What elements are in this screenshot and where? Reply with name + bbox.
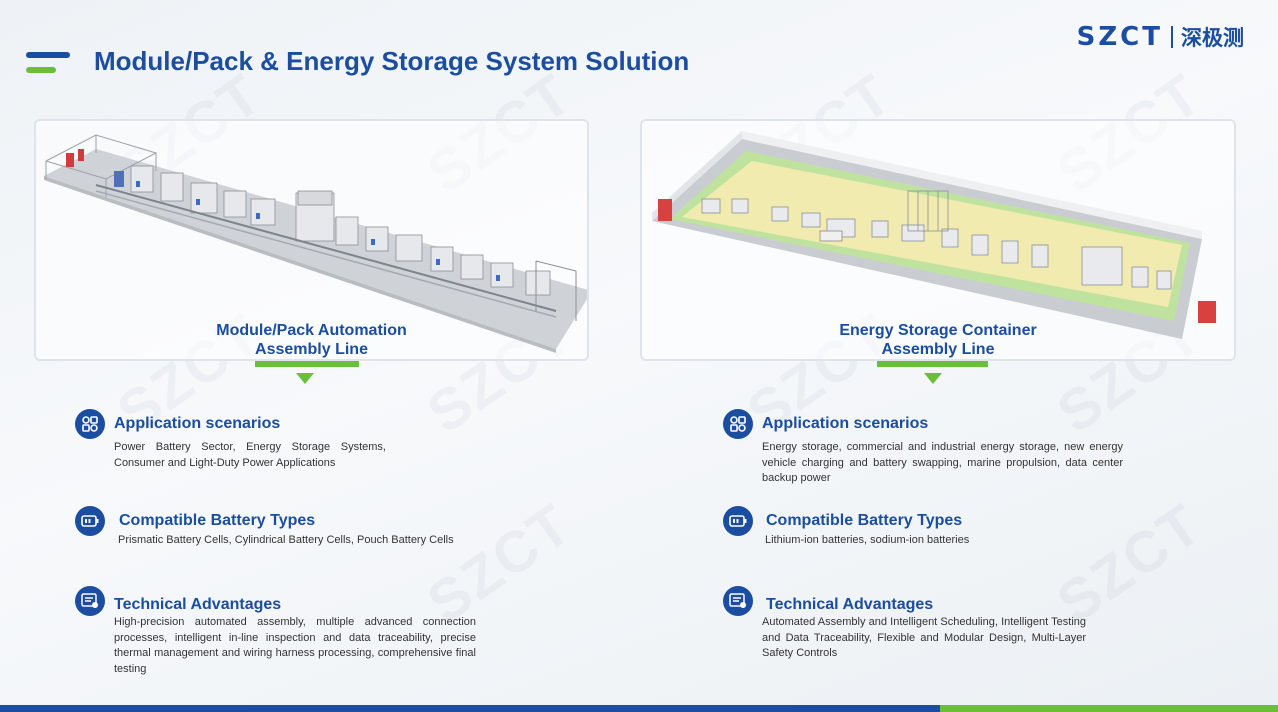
document-icon [723, 586, 753, 616]
section-heading: Technical Advantages [114, 596, 282, 613]
energy-storage-line-illustration [652, 131, 1216, 339]
panel-caption-line1: Module/Pack Automation [216, 322, 407, 339]
section-text: Lithium-ion batteries, sodium-ion batter… [765, 534, 970, 546]
logo-chinese-name: 深极测 [1181, 26, 1244, 50]
section-heading: Application scenarios [114, 415, 281, 432]
panel-underline [877, 361, 988, 367]
panel-caption: Energy Storage Container Assembly Line [642, 321, 1234, 359]
footer-bar-green [940, 705, 1278, 712]
panel-caption: Module/Pack Automation Assembly Line [36, 321, 587, 359]
logo-divider [1171, 26, 1173, 48]
section-text: Energy storage, commercial and industria… [762, 441, 1123, 484]
module-pack-line-illustration [44, 134, 587, 353]
triangle-down-icon [296, 373, 314, 384]
panel-caption-line2: Assembly Line [881, 341, 995, 358]
section-text: Automated Assembly and Intelligent Sched… [762, 616, 1086, 659]
section-heading: Compatible Battery Types [766, 512, 963, 529]
panel-underline [255, 361, 359, 367]
battery-icon [75, 506, 105, 536]
section-text: High-precision automated assembly, multi… [114, 616, 476, 675]
section-heading: Application scenarios [762, 415, 929, 432]
battery-icon [723, 506, 753, 536]
page-title: Module/Pack & Energy Storage System Solu… [94, 46, 690, 76]
section-heading: Compatible Battery Types [119, 512, 316, 529]
section-text: Power Battery Sector, Energy Storage Sys… [114, 441, 386, 469]
title-accent-icon [26, 52, 70, 76]
app-grid-icon [75, 409, 105, 439]
panel-caption-line1: Energy Storage Container [839, 322, 1037, 339]
section-heading: Technical Advantages [766, 596, 934, 613]
energy-storage-line-panel: Energy Storage Container Assembly Line [640, 119, 1236, 361]
company-logo: SZCT 深极测 [1077, 22, 1244, 52]
module-pack-line-panel: Module/Pack Automation Assembly Line [34, 119, 589, 361]
document-icon [75, 586, 105, 616]
section-text: Prismatic Battery Cells, Cylindrical Bat… [118, 534, 454, 546]
app-grid-icon [723, 409, 753, 439]
panel-caption-line2: Assembly Line [255, 341, 368, 358]
triangle-down-icon [924, 373, 942, 384]
logo-mark: SZCT [1076, 22, 1163, 52]
footer-bar-blue [0, 705, 940, 712]
